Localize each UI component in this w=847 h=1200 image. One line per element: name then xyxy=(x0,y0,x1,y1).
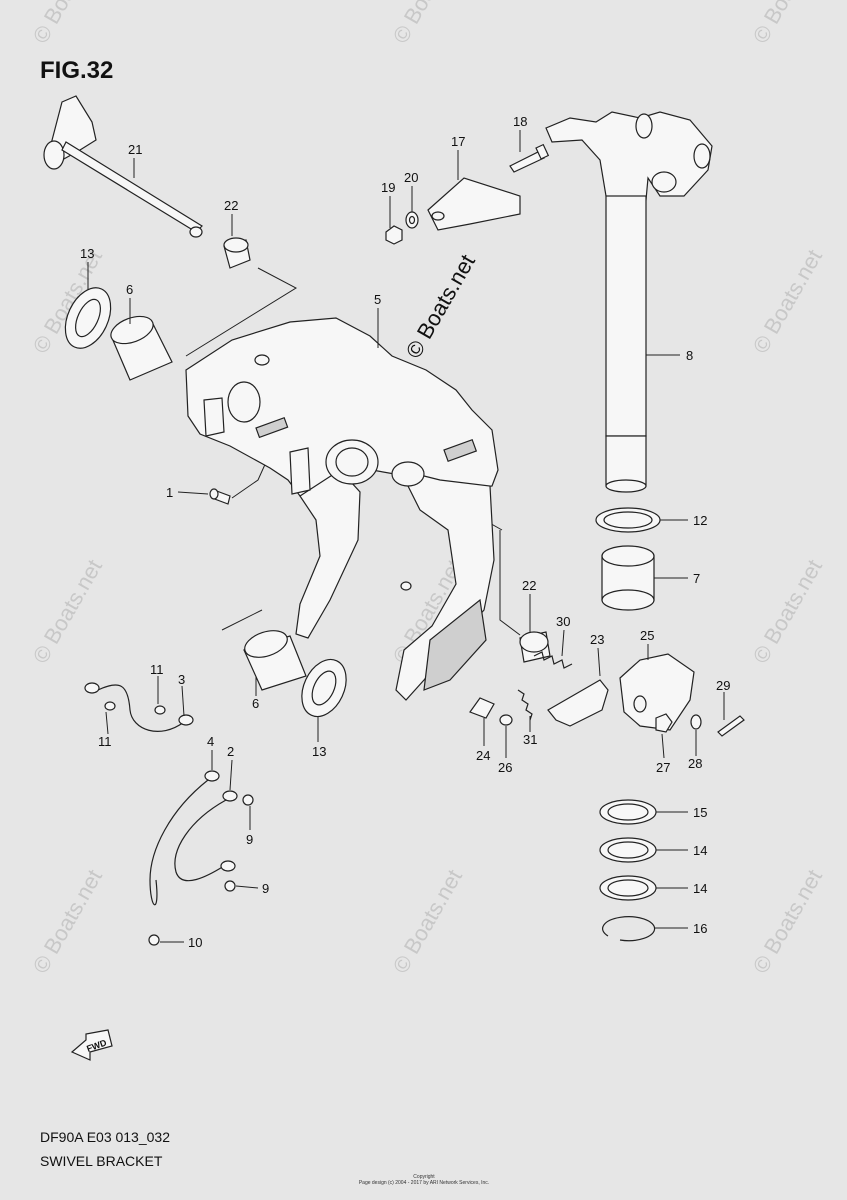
part-14-washer xyxy=(599,837,657,863)
callout-22: 22 xyxy=(224,198,238,213)
part-10-screw xyxy=(148,934,160,946)
callout-26: 26 xyxy=(498,760,512,775)
model-code: DF90A E03 013_032 xyxy=(40,1129,170,1145)
part-22-bushing-lower xyxy=(519,631,551,663)
callout-12: 12 xyxy=(693,513,707,528)
part-14-washer xyxy=(599,875,657,901)
callout-9: 9 xyxy=(246,832,253,847)
callout-5: 5 xyxy=(374,292,381,307)
part-13-washer-lower xyxy=(301,658,347,718)
callout-30: 30 xyxy=(556,614,570,629)
callout-leaders xyxy=(87,130,725,943)
callout-6-lower: 6 xyxy=(252,696,259,711)
part-24-plate xyxy=(469,697,495,719)
part-1-grease-nipple xyxy=(209,488,231,505)
part-2-ground-wire xyxy=(174,790,238,882)
watermark: © Boats.net xyxy=(28,865,107,977)
callout-1: 1 xyxy=(166,485,173,500)
part-6-bushing-top xyxy=(110,315,173,381)
callout-16: 16 xyxy=(693,921,707,936)
callout-19: 19 xyxy=(381,180,395,195)
callout-6: 6 xyxy=(126,282,133,297)
watermark: © Boats.net xyxy=(748,555,827,667)
callout-28: 28 xyxy=(688,756,702,771)
callout-31: 31 xyxy=(523,732,537,747)
part-22-bushing-top xyxy=(223,237,251,269)
callout-24: 24 xyxy=(476,748,490,763)
assembly-name: SWIVEL BRACKET xyxy=(40,1153,163,1169)
copyright-notice: Page design (c) 2004 - 2017 by ARI Netwo… xyxy=(359,1180,489,1186)
callout-13: 13 xyxy=(80,246,94,261)
callout-4: 4 xyxy=(207,734,214,749)
callouts: 21 22 13 6 5 17 18 19 20 8 1 12 7 22 30 … xyxy=(80,114,730,950)
part-29-pin xyxy=(717,715,745,737)
figure-label: FIG.32 xyxy=(40,57,113,84)
callout-21: 21 xyxy=(128,142,142,157)
callout-9-lower: 9 xyxy=(262,881,269,896)
part-21-shaft xyxy=(43,95,203,238)
part-19-nut xyxy=(385,225,403,245)
callout-8: 8 xyxy=(686,348,693,363)
callout-14: 14 xyxy=(693,843,707,858)
part-7-bushing xyxy=(601,545,655,611)
watermark: © Boats.net xyxy=(388,0,467,48)
callout-14-lower: 14 xyxy=(693,881,707,896)
part-18-bolt xyxy=(509,143,550,173)
part-23-lever xyxy=(547,679,609,727)
watermark: © Boats.net xyxy=(28,555,107,667)
part-8-steering-shaft xyxy=(545,111,713,493)
part-9-screws xyxy=(224,794,254,892)
watermark: © Boats.net xyxy=(28,0,107,48)
callout-23: 23 xyxy=(590,632,604,647)
callout-27: 27 xyxy=(656,760,670,775)
callout-13-lower: 13 xyxy=(312,744,326,759)
callout-17: 17 xyxy=(451,134,465,149)
part-17-plate xyxy=(427,177,521,231)
callout-10: 10 xyxy=(188,935,202,950)
watermark: © Boats.net xyxy=(748,245,827,357)
part-27-nut xyxy=(655,713,673,733)
part-15-washer xyxy=(599,799,657,825)
watermark: © Boats.net xyxy=(748,865,827,977)
part-25-lock-lever xyxy=(619,653,695,731)
callout-18: 18 xyxy=(513,114,527,129)
part-28-washer xyxy=(690,714,702,730)
callout-2: 2 xyxy=(227,744,234,759)
callout-20: 20 xyxy=(404,170,418,185)
part-3-ground-wire xyxy=(84,682,194,732)
part-6-bushing-lower xyxy=(243,630,307,691)
part-12-washer xyxy=(595,507,661,533)
part-16-circlip xyxy=(602,916,656,942)
part-20-washer xyxy=(405,211,419,229)
callout-29: 29 xyxy=(716,678,730,693)
callout-11-lower: 11 xyxy=(98,734,112,749)
part-13-washer-top xyxy=(64,287,112,349)
part-5-swivel-bracket xyxy=(185,317,499,701)
part-4-ground-wire xyxy=(149,770,220,906)
watermark: © Boats.net xyxy=(388,865,467,977)
part-31-spring xyxy=(517,689,533,721)
part-11-screw xyxy=(104,701,166,715)
callout-7: 7 xyxy=(693,571,700,586)
watermark: © Boats.net xyxy=(748,0,827,48)
watermark-main: © Boats.net xyxy=(401,250,480,362)
fwd-arrow-icon: FWD xyxy=(70,1029,113,1061)
callout-25: 25 xyxy=(640,628,654,643)
callout-11: 11 xyxy=(150,662,164,677)
copyright-label: Copyright xyxy=(413,1174,435,1180)
callout-3: 3 xyxy=(178,672,185,687)
callout-15: 15 xyxy=(693,805,707,820)
callout-22-lower: 22 xyxy=(522,578,536,593)
part-26-screw xyxy=(499,714,513,726)
part-30-spring xyxy=(533,651,573,669)
